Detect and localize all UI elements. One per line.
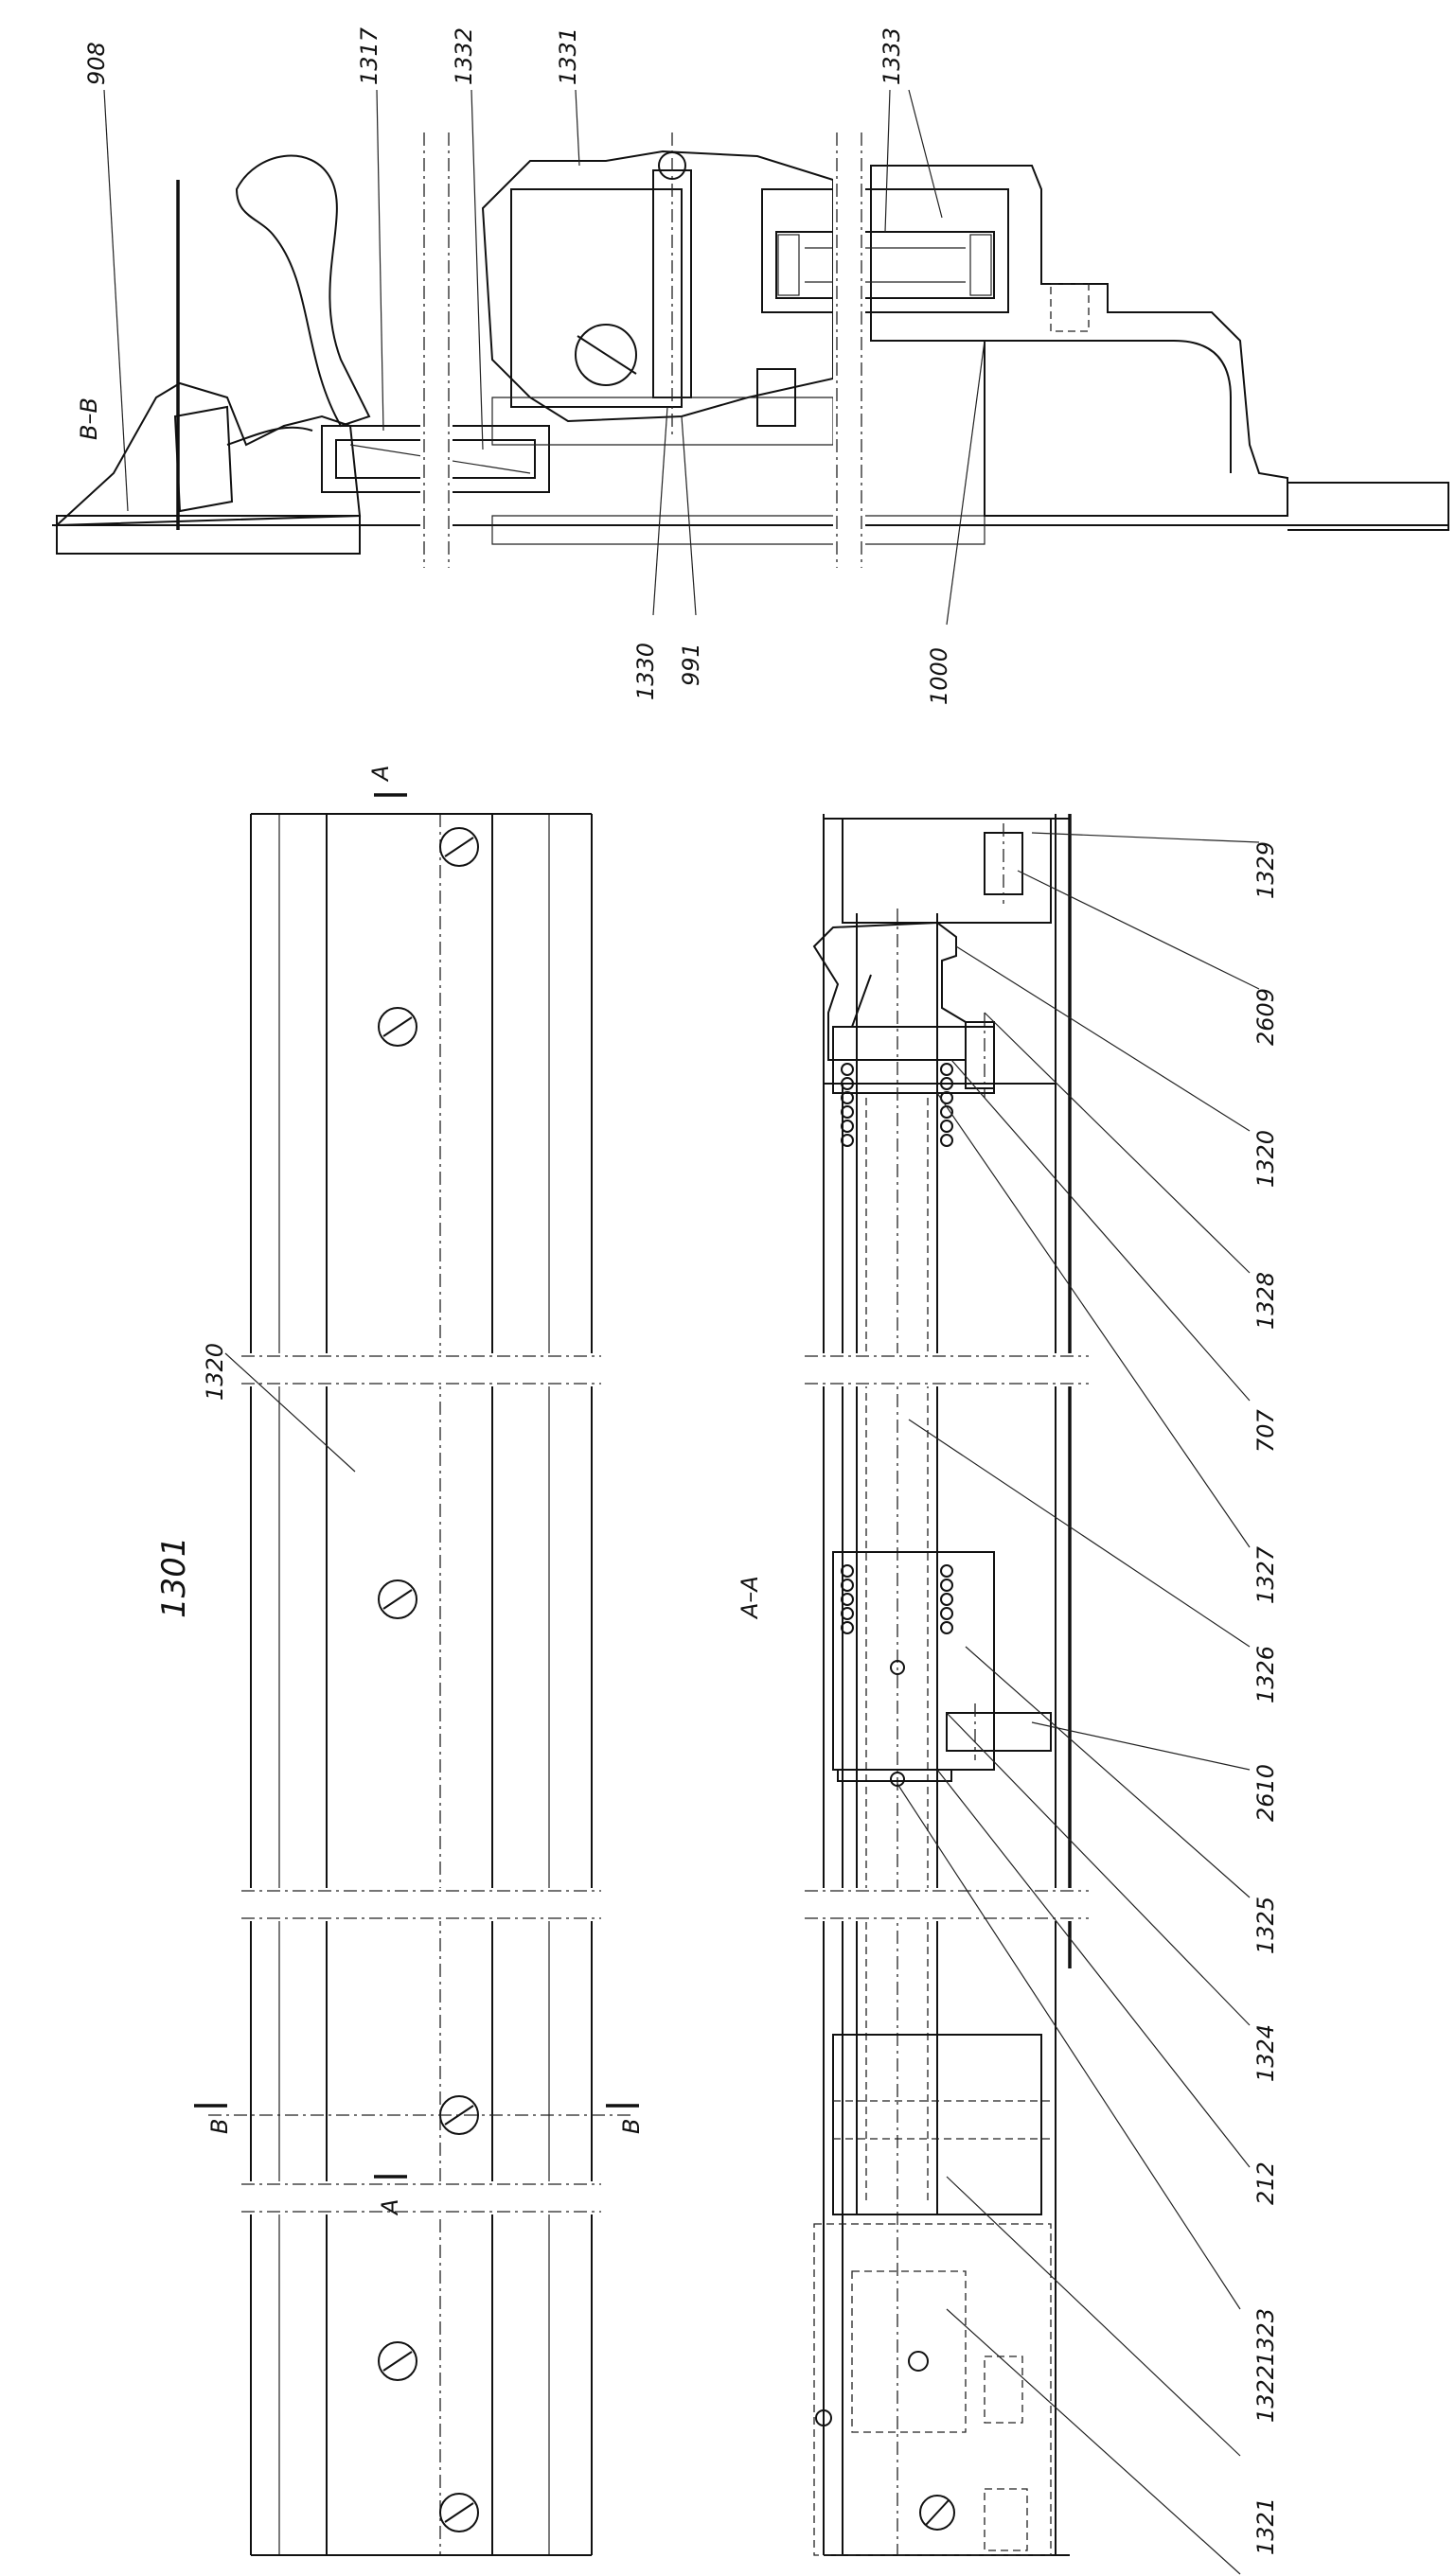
label-2610: 2610 xyxy=(1252,1764,1279,1822)
strip-plan-view xyxy=(194,793,639,2556)
label-212: 212 xyxy=(1252,2161,1279,2205)
section-aa-view xyxy=(805,814,1260,2575)
label-1331: 1331 xyxy=(555,27,581,85)
label-991: 991 xyxy=(678,643,704,686)
label-1333: 1333 xyxy=(879,27,905,85)
section-aa-labels: A–A 1329 2609 1320 1328 707 1327 1326 26… xyxy=(737,841,1279,2555)
label-1327: 1327 xyxy=(1252,1545,1279,1604)
label-1325: 1325 xyxy=(1252,1897,1279,1954)
figure-title: 1301 xyxy=(155,1536,193,1618)
label-1000: 1000 xyxy=(926,647,952,705)
label-707: 707 xyxy=(1252,1408,1279,1453)
label-1323: 1323 xyxy=(1252,2308,1279,2366)
label-1328: 1328 xyxy=(1252,1272,1279,1330)
label-1330: 1330 xyxy=(632,643,659,700)
strip-plan-labels: 1301 1320 A A B B xyxy=(155,766,645,2216)
label-cut-b-right: B xyxy=(618,2119,645,2134)
label-1324: 1324 xyxy=(1252,2024,1279,2082)
label-cut-a-bottom: A xyxy=(377,2199,403,2216)
label-1326: 1326 xyxy=(1252,1646,1279,1703)
label-1317: 1317 xyxy=(356,26,382,85)
label-bb: B–B xyxy=(76,397,102,440)
section-bb-labels: B–B 908 1317 1332 1331 1333 1330 991 100… xyxy=(76,26,952,705)
label-1322: 1322 xyxy=(1252,2365,1279,2423)
label-2609: 2609 xyxy=(1252,988,1279,1046)
label-aa: A–A xyxy=(737,1576,763,1620)
label-1329: 1329 xyxy=(1252,841,1279,899)
label-1332: 1332 xyxy=(451,27,477,85)
label-1320: 1320 xyxy=(1252,1130,1279,1188)
label-cut-b-left: B xyxy=(206,2119,233,2134)
label-1320-plan: 1320 xyxy=(202,1343,228,1401)
label-908: 908 xyxy=(83,42,110,85)
screw-heads xyxy=(378,827,479,2532)
label-1321: 1321 xyxy=(1252,2497,1279,2555)
section-bb-view xyxy=(52,89,1449,626)
label-cut-a-top: A xyxy=(367,766,394,783)
